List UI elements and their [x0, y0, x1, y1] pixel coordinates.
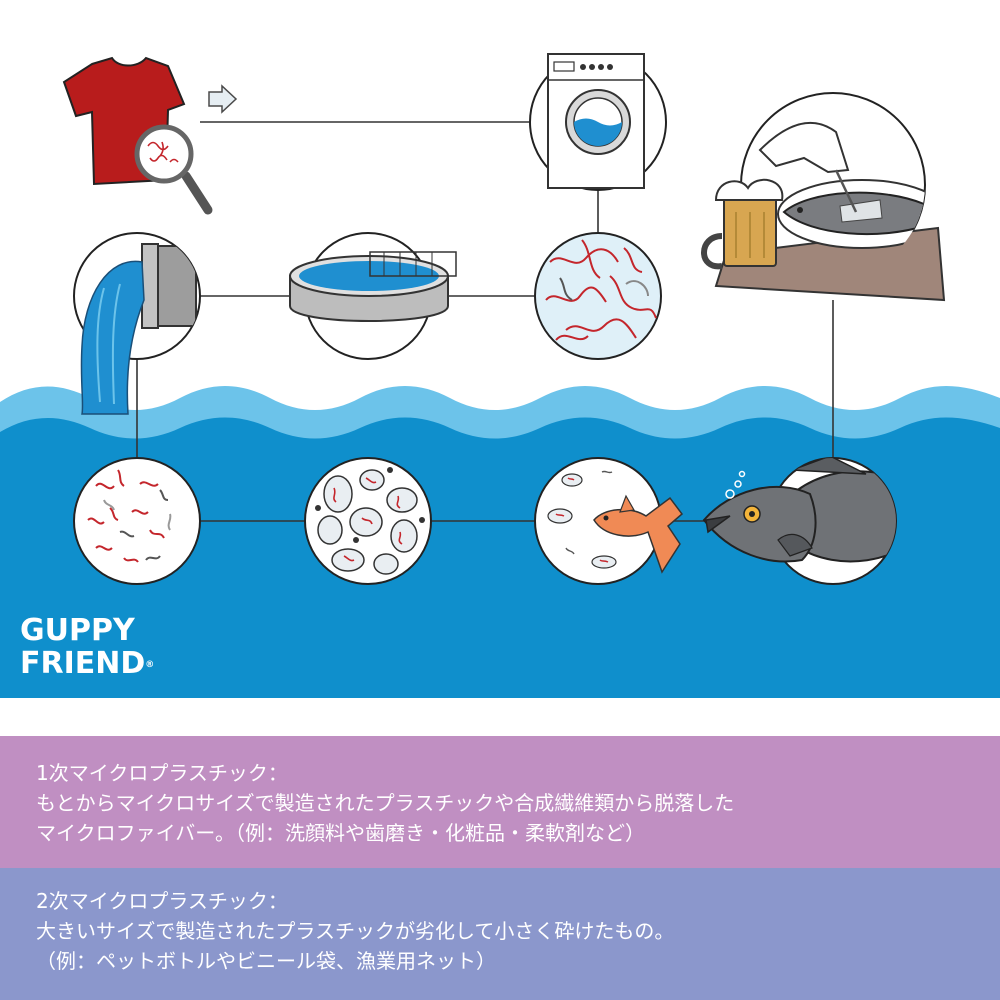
brand-line-2: FRIEND®: [20, 647, 154, 680]
microplastic-cycle-diagram: [0, 53, 1000, 698]
brand-line-1: GUPPY: [20, 613, 135, 648]
treatment-plant-icon: [289, 251, 457, 322]
registered-mark: ®: [145, 660, 155, 670]
plankton-icon: [315, 467, 425, 575]
secondary-title: 2次マイクロプラスチック：: [36, 889, 288, 913]
arrow-right-icon: [208, 84, 238, 114]
sea: [0, 386, 1000, 698]
washing-machine-icon: [547, 53, 645, 189]
beer-mug-icon: [701, 178, 784, 270]
small-fish-icon: [593, 494, 684, 574]
plankton-small-icon: [547, 470, 617, 569]
microfiber-icon: [545, 239, 657, 341]
fish-dinner-icon: [714, 122, 946, 302]
secondary-description-line-2: （例：ペットボトルやビニール袋、漁業用ネット）: [36, 949, 496, 973]
brand-line-2-text: FRIEND: [20, 646, 146, 681]
large-fish-icon: [702, 458, 896, 563]
sea-microplastic-node: [73, 457, 201, 585]
primary-description-line-1: もとからマイクロサイズで製造されたプラスチックや合成繊維類から脱落した: [36, 791, 735, 815]
primary-description-line-2: マイクロファイバー。（例：洗顔料や歯磨き・化粧品・柔軟剤など）: [36, 821, 645, 845]
primary-microplastic-panel: 1次マイクロプラスチック： もとからマイクロサイズで製造されたプラスチックや合成…: [0, 736, 1000, 868]
magnifier-icon: [134, 124, 213, 215]
microplastic-particles-icon: [87, 469, 172, 563]
secondary-description-line-1: 大きいサイズで製造されたプラスチックが劣化して小さく砕けたもの。: [36, 919, 675, 943]
brand-logo: GUPPY FRIEND®: [20, 614, 154, 680]
primary-title: 1次マイクロプラスチック：: [36, 761, 288, 785]
secondary-microplastic-panel: 2次マイクロプラスチック： 大きいサイズで製造されたプラスチックが劣化して小さく…: [0, 868, 1000, 1000]
